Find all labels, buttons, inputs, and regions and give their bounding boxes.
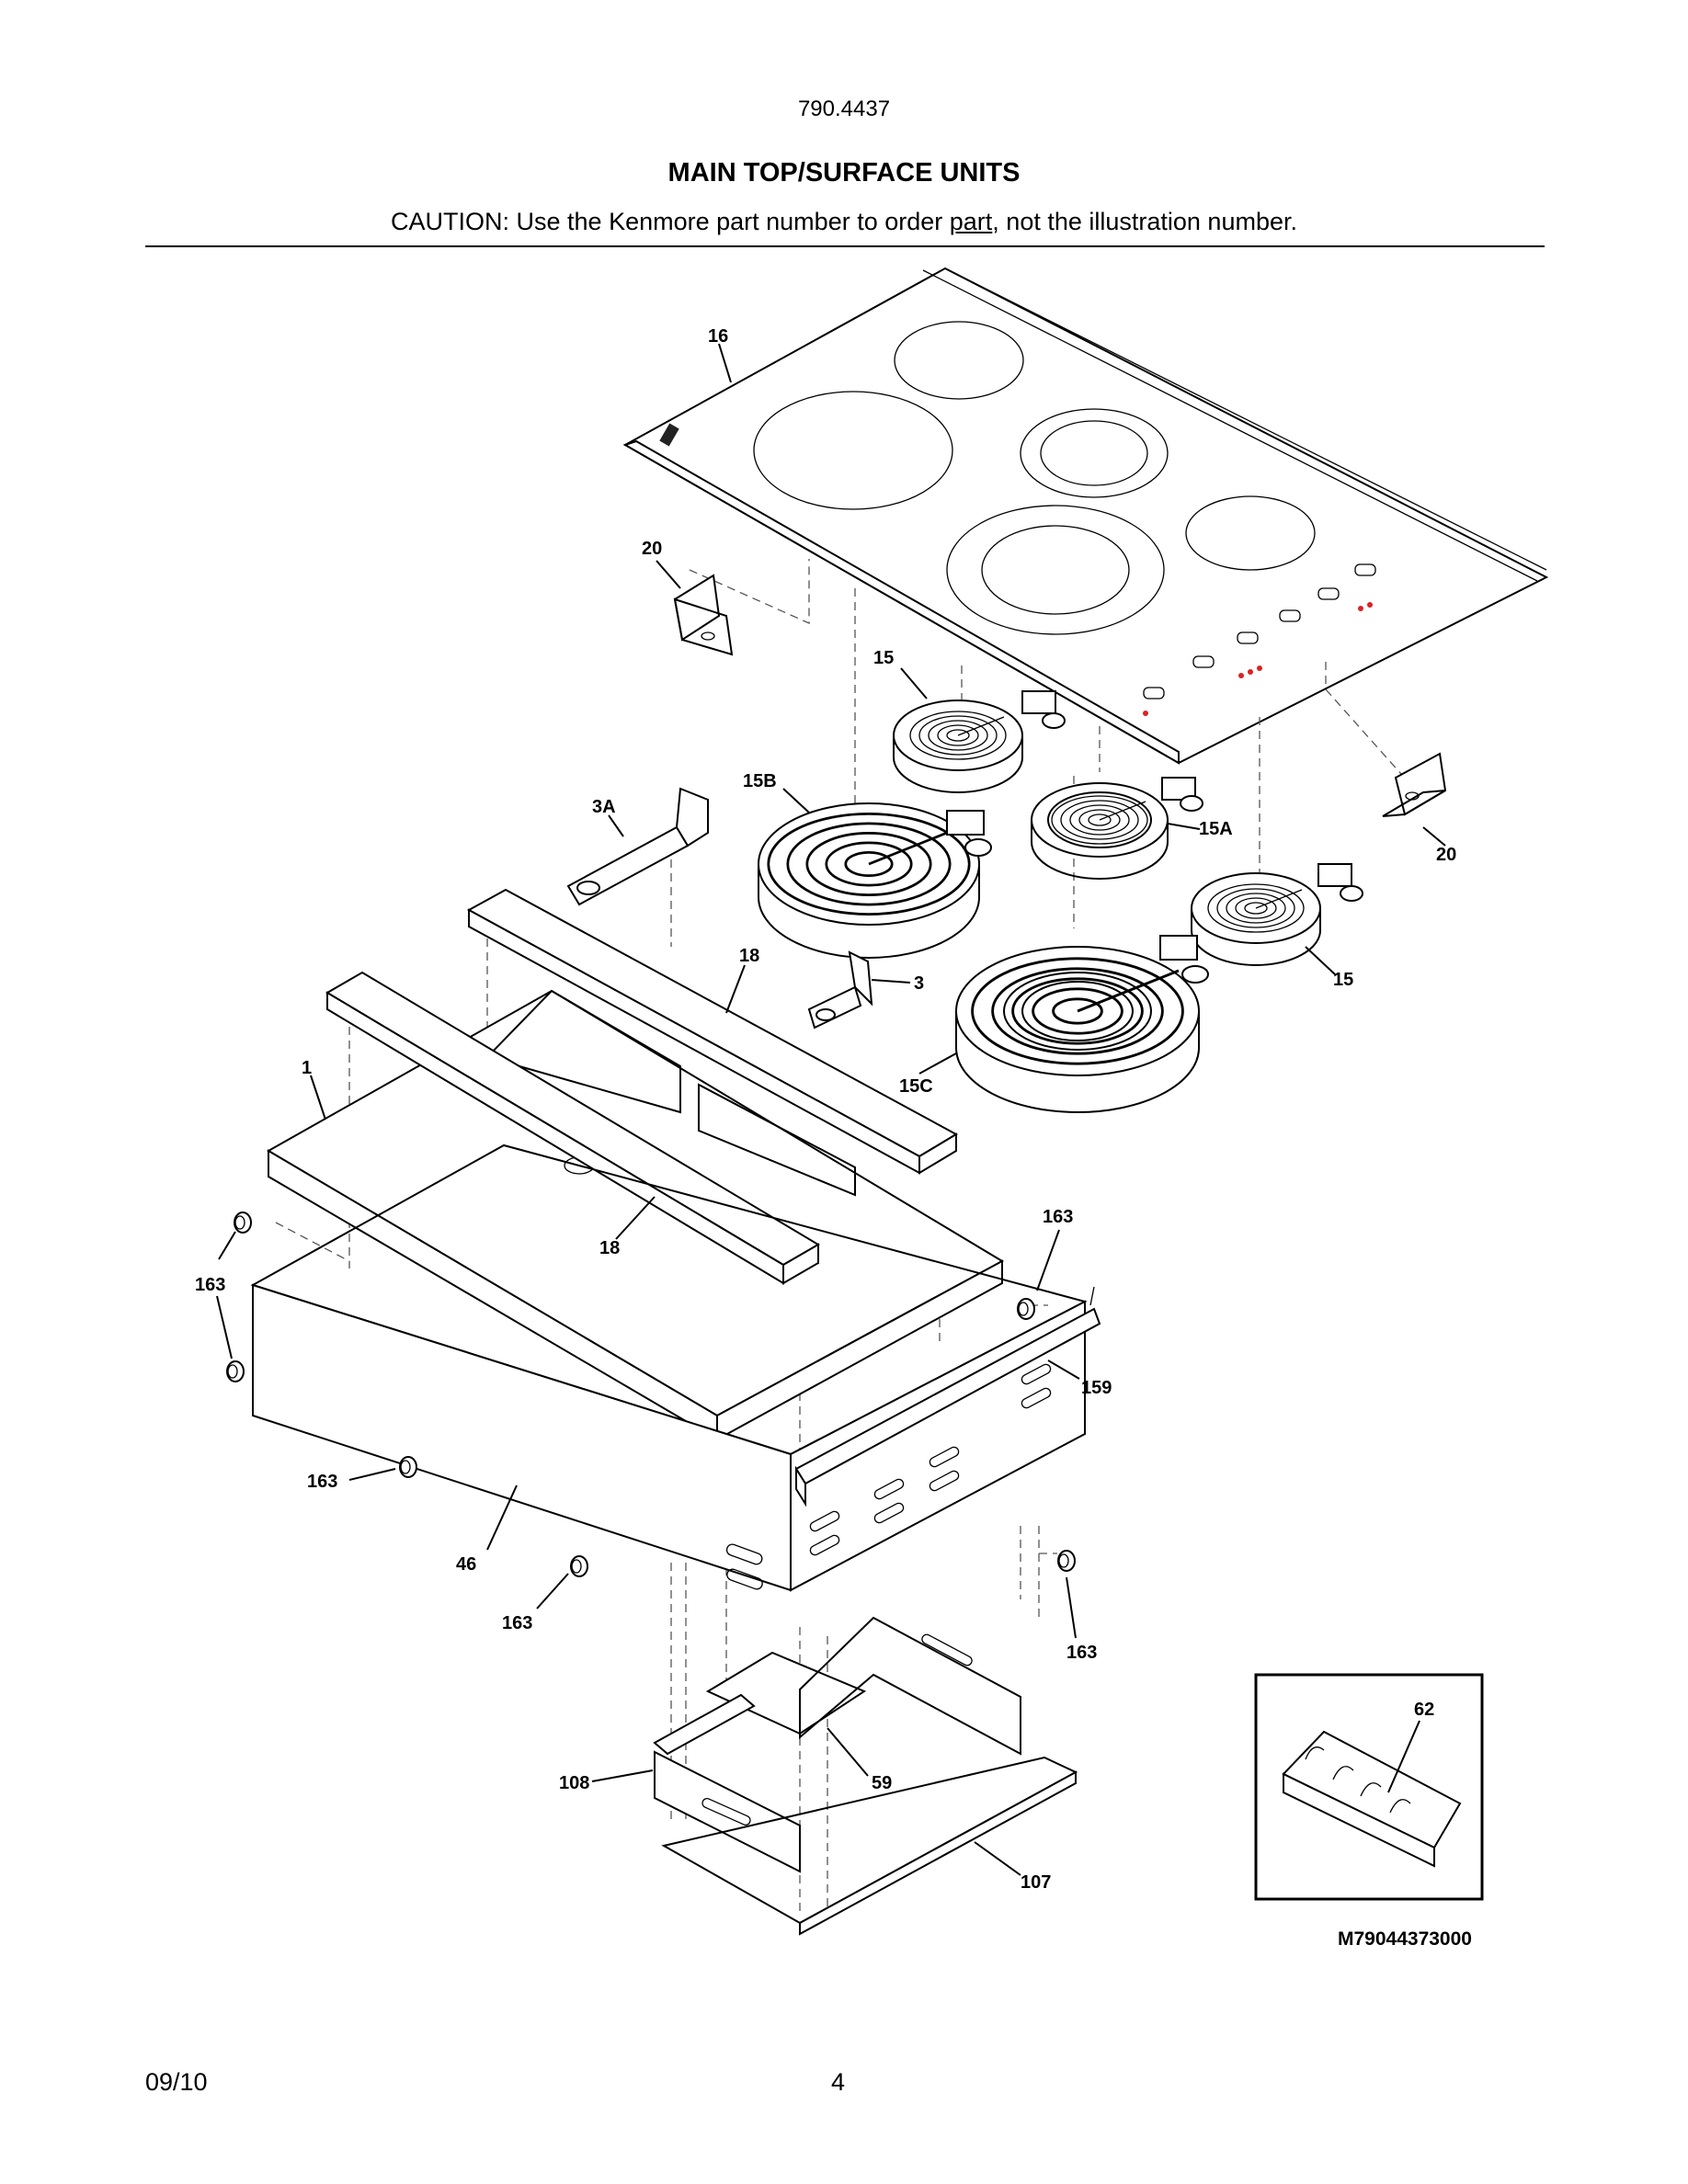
header-rule — [145, 245, 1545, 247]
caution-part-word: part — [949, 208, 993, 235]
callout-labels: 16 20 20 15 15 15B 15A 15C 3A 3 18 18 1 … — [195, 326, 1456, 1893]
chassis-46 — [250, 1143, 1088, 1592]
callout-163-front: 163 — [502, 1613, 532, 1633]
callout-62: 62 — [1414, 1700, 1434, 1720]
page-title: MAIN TOP/SURFACE UNITS — [667, 158, 1021, 188]
callout-163-upper-right: 163 — [1043, 1207, 1073, 1227]
plate-59 — [705, 1651, 867, 1735]
cooking-zone-rear-right — [1185, 495, 1316, 571]
nut-163-d — [399, 1456, 417, 1478]
callout-20-left: 20 — [642, 539, 662, 559]
burner-box-1 — [267, 989, 1005, 1441]
cooking-zone-center — [1020, 408, 1169, 498]
nut-163-f — [1057, 1550, 1076, 1572]
callout-20-right: 20 — [1436, 845, 1456, 865]
callout-3A: 3A — [592, 797, 616, 817]
callout-59: 59 — [872, 1773, 892, 1793]
callout-16: 16 — [708, 326, 728, 347]
surface-element-15-right — [1191, 863, 1363, 966]
footer-page-number: 4 — [831, 2068, 846, 2096]
callout-15B: 15B — [743, 771, 777, 791]
callout-108: 108 — [559, 1773, 589, 1793]
nut-163-b — [226, 1360, 245, 1382]
brand-logo — [659, 423, 679, 447]
bracket-159 — [794, 1286, 1101, 1507]
vent-slots — [725, 1363, 1052, 1590]
cooking-zone-front-right — [946, 505, 1165, 635]
inset-part-62 — [1254, 1673, 1484, 1901]
callout-18-rear: 18 — [739, 946, 759, 966]
callout-163-mid-left: 163 — [307, 1472, 337, 1492]
callout-163-left: 163 — [195, 1275, 225, 1295]
drawing-code: M79044373000 — [1338, 1928, 1472, 1950]
touch-controls — [1143, 563, 1376, 716]
model-number: 790.4437 — [797, 97, 891, 121]
callout-159: 159 — [1081, 1378, 1112, 1398]
support-rail-18-front — [325, 971, 820, 1285]
bracket-20-left — [673, 574, 734, 656]
callout-15-top: 15 — [873, 648, 894, 668]
callout-15C: 15C — [899, 1076, 933, 1097]
surface-element-15-top — [893, 690, 1066, 793]
support-rail-18-rear — [466, 888, 959, 1175]
caution-note: CAUTION: Use the Kenmore part number to … — [391, 208, 1297, 235]
cooking-zone-front-left — [753, 391, 953, 510]
cooking-zone-rear-left — [894, 321, 1024, 400]
surface-element-15A — [1031, 777, 1203, 880]
bracket-3 — [807, 950, 873, 1029]
bracket-108 — [653, 1693, 801, 1873]
callout-3: 3 — [914, 973, 924, 994]
callout-15-right: 15 — [1333, 970, 1353, 990]
callout-46: 46 — [456, 1554, 476, 1575]
nut-163-a — [234, 1211, 252, 1234]
surface-element-15B — [758, 802, 992, 959]
nut-163-e — [570, 1555, 588, 1577]
callout-18-front: 18 — [599, 1238, 620, 1258]
callout-15A: 15A — [1199, 819, 1233, 839]
tray-107 — [661, 1616, 1078, 1936]
main-top-glass — [622, 267, 1549, 765]
callout-1: 1 — [302, 1058, 312, 1078]
callout-163-right: 163 — [1066, 1643, 1097, 1663]
nut-163-c — [1017, 1298, 1035, 1320]
callout-107: 107 — [1021, 1872, 1051, 1893]
footer-date: 09/10 — [145, 2068, 208, 2096]
bracket-3A — [566, 787, 709, 906]
leader-lines — [216, 343, 1446, 1876]
surface-element-15C — [955, 935, 1209, 1113]
bracket-20-right — [1382, 752, 1447, 817]
